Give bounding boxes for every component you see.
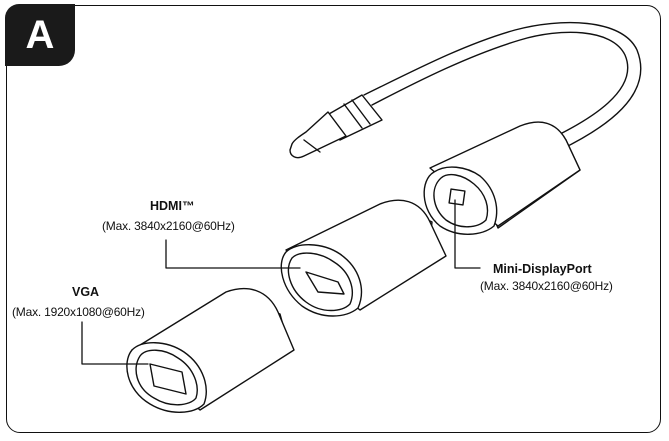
- hdmi-module: [280, 199, 447, 317]
- hdmi-leader: [165, 239, 301, 269]
- usb-c-cable: [363, 21, 642, 151]
- mini-displayport-label: Mini-DisplayPort: [493, 262, 592, 276]
- hdmi-spec: (Max. 3840x2160@60Hz): [102, 219, 235, 233]
- mini-dp-leader: [454, 199, 481, 269]
- figure-frame: [6, 5, 661, 433]
- leader-lines: [81, 199, 481, 365]
- mini-displayport-module: [423, 121, 581, 235]
- panel-badge: A: [5, 4, 75, 66]
- mini-displayport-spec: (Max. 3840x2160@60Hz): [480, 279, 613, 293]
- vga-spec: (Max. 1920x1080@60Hz): [12, 305, 145, 319]
- vga-label: VGA: [72, 285, 100, 299]
- vga-leader: [81, 321, 149, 365]
- hdmi-label: HDMI™: [150, 199, 195, 213]
- usb-c-plug: [289, 94, 383, 159]
- vga-module: [126, 288, 295, 413]
- panel-letter: A: [25, 13, 55, 57]
